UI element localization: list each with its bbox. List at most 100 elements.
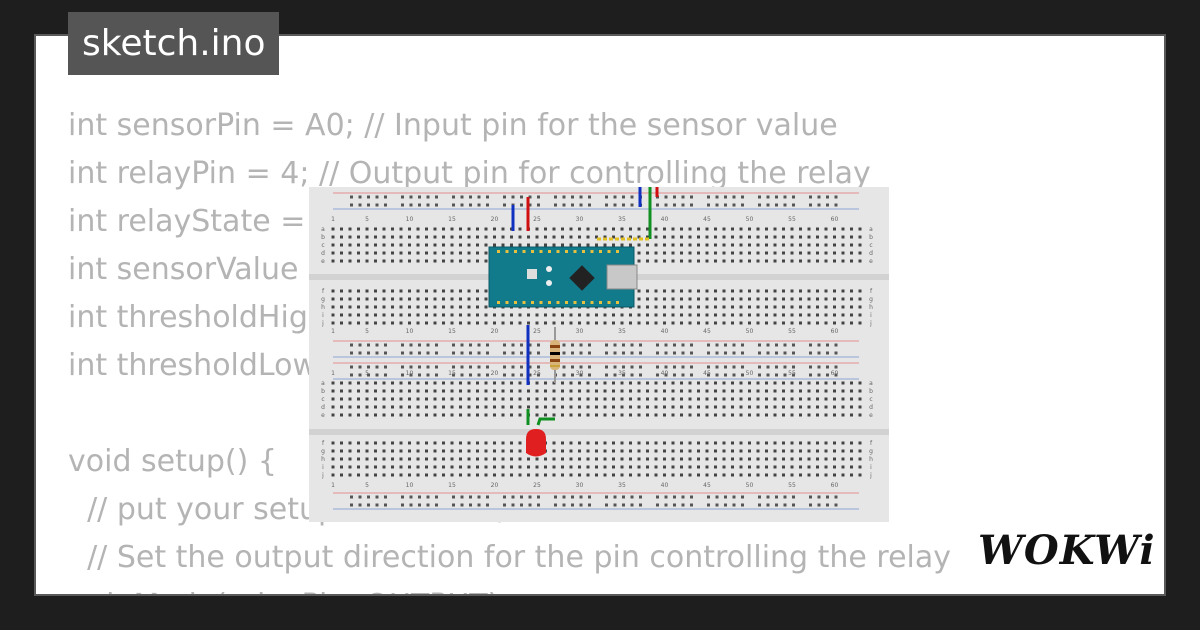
rail-hole — [477, 351, 481, 355]
breadboard-hole — [748, 473, 751, 477]
rail-hole — [384, 503, 387, 507]
breadboard-hole — [654, 259, 658, 263]
rail-hole — [817, 495, 821, 499]
breadboard-hole — [765, 405, 768, 409]
breadboard-hole — [748, 305, 751, 309]
rail-hole — [673, 373, 676, 377]
breadboard-hole — [705, 381, 709, 385]
breadboard-hole — [739, 389, 743, 393]
breadboard-hole — [569, 381, 573, 385]
rail-hole — [409, 503, 413, 507]
breadboard-hole — [646, 457, 649, 461]
breadboard-hole — [578, 313, 581, 317]
rail-hole — [741, 203, 744, 207]
breadboard-hole — [450, 473, 454, 477]
rail-hole — [681, 503, 685, 507]
rail-hole — [520, 365, 523, 369]
breadboard-hole — [484, 235, 488, 239]
breadboard-hole — [773, 259, 777, 263]
breadboard-hole — [790, 259, 794, 263]
breadboard-hole — [799, 259, 802, 263]
code-line: void setup() { — [68, 444, 277, 479]
breadboard-hole — [671, 227, 675, 231]
breadboard-hole — [348, 457, 352, 461]
breadboard-hole — [569, 457, 573, 461]
breadboard-hole — [612, 397, 615, 401]
breadboard-hole — [612, 465, 615, 469]
breadboard-hole — [442, 251, 445, 255]
rail-hole — [460, 373, 464, 377]
breadboard-hole — [391, 473, 394, 477]
breadboard-hole — [824, 397, 828, 401]
breadboard-hole — [442, 235, 445, 239]
breadboard-hole — [816, 473, 819, 477]
rail-hole — [707, 373, 710, 377]
nano-chip — [569, 265, 595, 291]
breadboard-hole — [493, 389, 496, 393]
rail-hole — [783, 503, 787, 507]
breadboard-hole — [603, 457, 607, 461]
rail-hole — [817, 343, 821, 347]
breadboard-hole — [476, 251, 479, 255]
rail-hole — [622, 195, 625, 199]
rail-hole — [766, 203, 770, 207]
breadboard-hole — [510, 235, 513, 239]
breadboard-hole — [629, 441, 632, 445]
breadboard-hole — [595, 227, 598, 231]
breadboard-hole — [518, 465, 522, 469]
rail-hole — [409, 343, 413, 347]
rail-hole — [715, 503, 719, 507]
rail-hole — [639, 373, 642, 377]
rail-hole — [834, 365, 838, 369]
breadboard-hole — [773, 381, 777, 385]
rail-hole — [775, 495, 778, 499]
breadboard-hole — [739, 297, 743, 301]
breadboard-hole — [654, 449, 658, 453]
breadboard-hole — [493, 465, 496, 469]
rail-hole — [435, 503, 438, 507]
breadboard-hole — [637, 321, 641, 325]
row-letter: d — [321, 250, 325, 257]
breadboard-hole — [493, 449, 496, 453]
rail-hole — [673, 351, 676, 355]
rail-hole — [809, 203, 812, 207]
breadboard-hole — [561, 473, 564, 477]
breadboard-hole — [425, 297, 428, 301]
breadboard-hole — [595, 457, 598, 461]
breadboard-hole — [731, 441, 734, 445]
breadboard-hole — [773, 305, 777, 309]
breadboard-hole — [773, 457, 777, 461]
breadboard-hole — [357, 405, 360, 409]
breadboard-hole — [459, 381, 462, 385]
breadboard-hole — [714, 457, 717, 461]
breadboard-hole — [773, 251, 777, 255]
breadboard-hole — [714, 405, 717, 409]
nano-pin — [539, 301, 543, 304]
rail-hole — [664, 365, 668, 369]
breadboard-hole — [697, 405, 700, 409]
breadboard-hole — [518, 441, 522, 445]
rail-hole — [426, 503, 430, 507]
breadboard-hole — [816, 457, 819, 461]
breadboard-hole — [841, 243, 845, 247]
rail-hole — [460, 365, 464, 369]
breadboard-hole — [425, 449, 428, 453]
rail-hole — [358, 351, 362, 355]
row-letter: d — [869, 404, 873, 411]
rail-hole — [707, 495, 710, 499]
resistor-band — [550, 359, 560, 362]
rail-hole — [775, 343, 778, 347]
breadboard-hole — [408, 297, 411, 301]
row-letter: c — [869, 242, 872, 249]
rail-hole — [528, 495, 532, 499]
breadboard-hole — [765, 397, 768, 401]
breadboard-hole — [799, 457, 802, 461]
breadboard-hole — [637, 289, 641, 293]
breadboard-hole — [450, 413, 454, 417]
breadboard-hole — [399, 297, 403, 301]
breadboard-hole — [518, 243, 522, 247]
breadboard-hole — [416, 251, 420, 255]
nano-usb-port — [606, 264, 638, 290]
breadboard-hole — [680, 305, 683, 309]
breadboard-hole — [637, 381, 641, 385]
